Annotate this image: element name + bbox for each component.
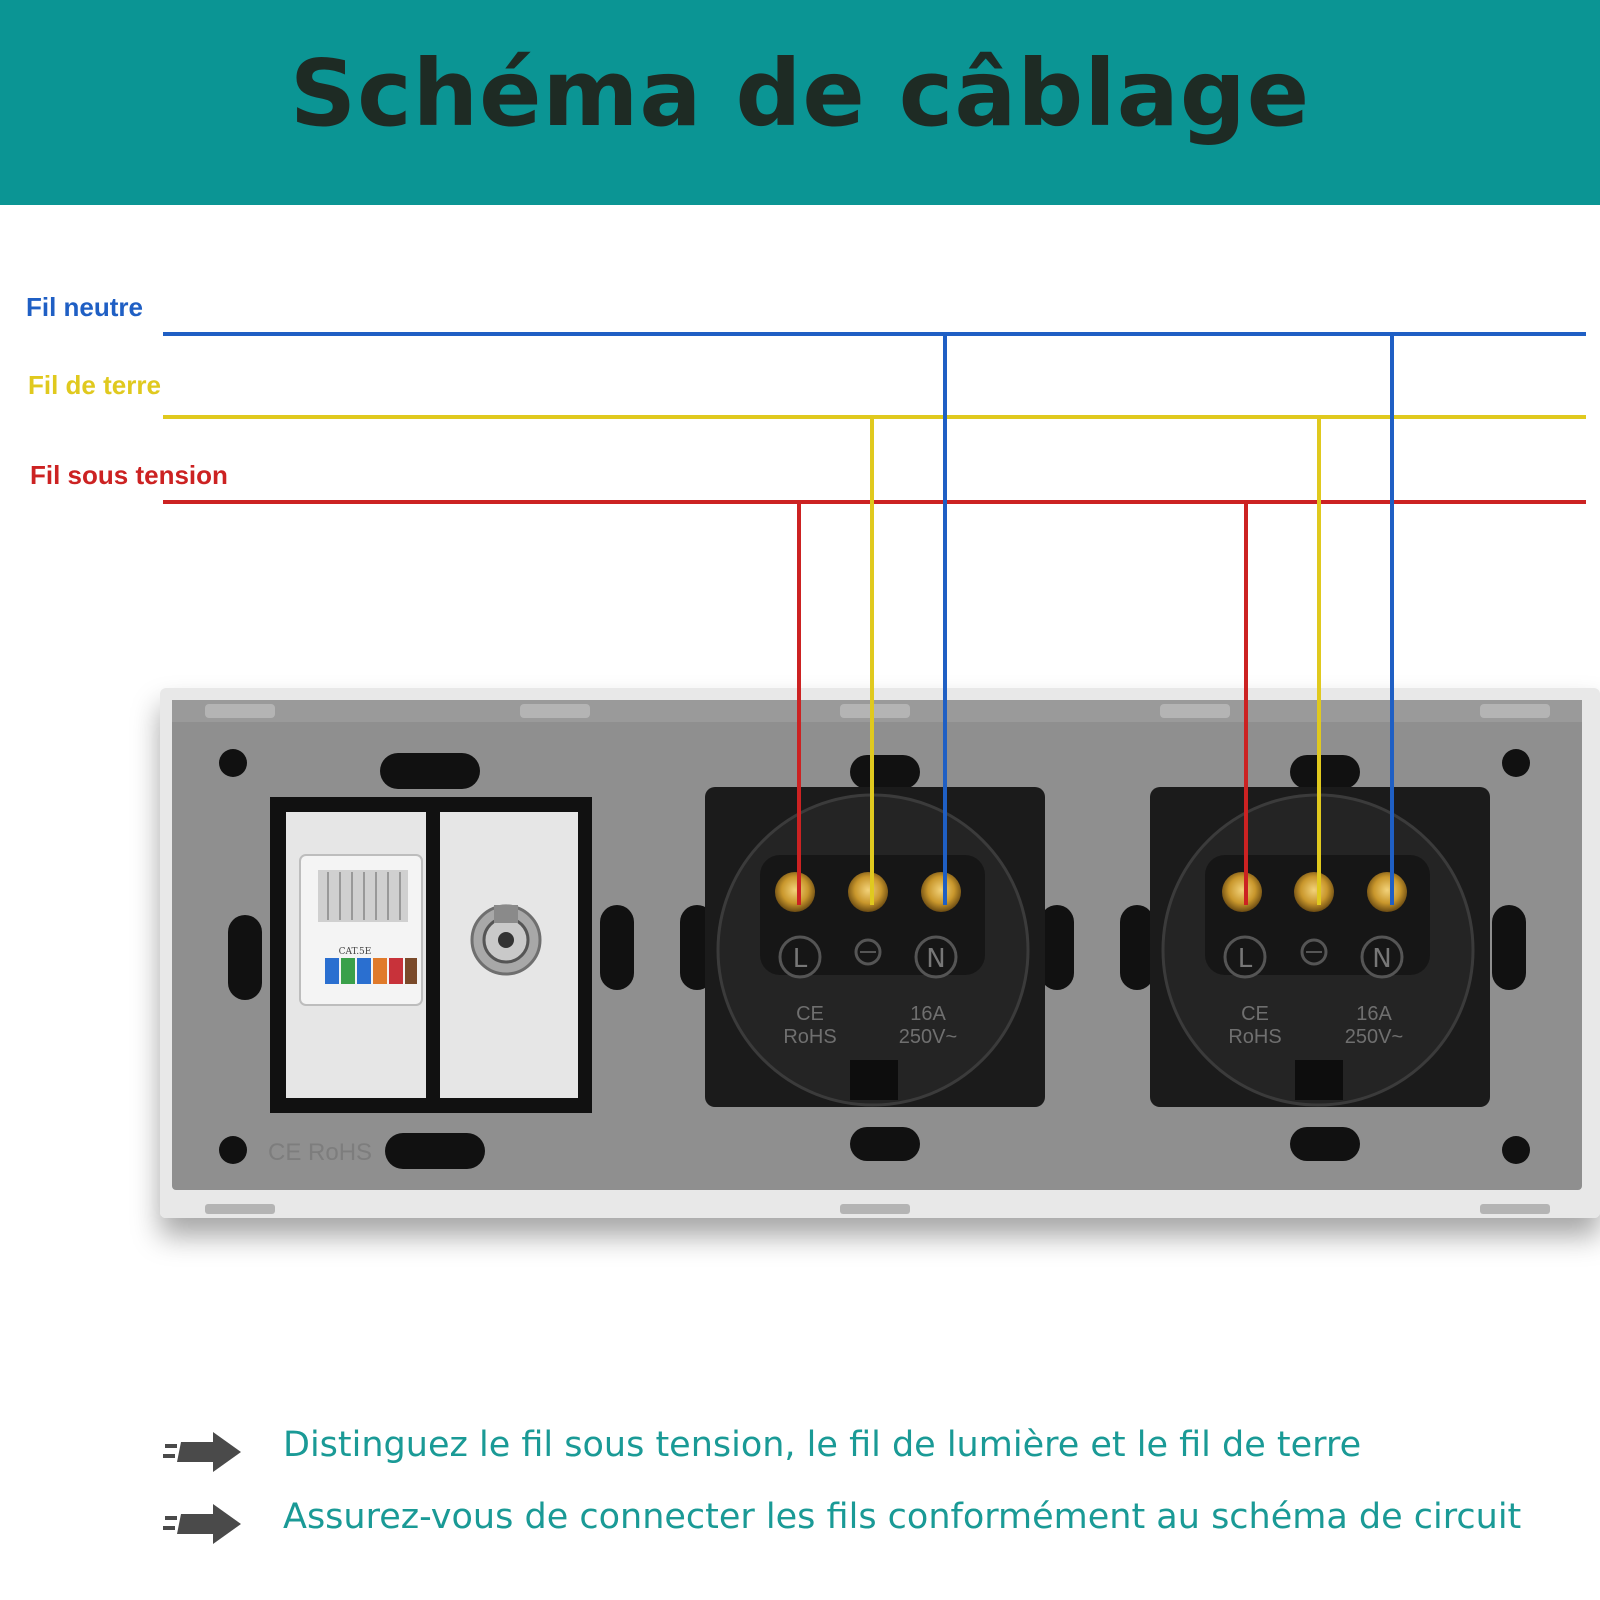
data-module: CAT.5E: [270, 797, 592, 1113]
note-1: Distinguez le fil sous tension, le fil d…: [283, 1425, 1362, 1465]
earth-symbol-icon: [1300, 938, 1328, 966]
svg-text:250V~: 250V~: [899, 1026, 957, 1048]
svg-text:16A: 16A: [1356, 1003, 1392, 1025]
neutral-wire-label: Fil neutre: [26, 292, 144, 322]
svg-text:RoHS: RoHS: [1228, 1026, 1281, 1048]
socket-1: L N CE RoHS 16A 250V~: [705, 787, 1045, 1107]
socket-2-live-screw: [1222, 872, 1262, 912]
svg-text:N: N: [1372, 944, 1391, 974]
svg-text:16A: 16A: [910, 1003, 946, 1025]
svg-text:L: L: [793, 944, 808, 974]
wires: [163, 332, 1586, 905]
svg-text:CE: CE: [796, 1003, 824, 1025]
socket-1-live-screw: [775, 872, 815, 912]
socket-2-neutral-screw: [1367, 872, 1407, 912]
svg-text:250V~: 250V~: [1345, 1026, 1403, 1048]
arrow-right-icon: [163, 1504, 241, 1544]
socket-2-earth-screw: [1294, 872, 1334, 912]
plate-marking: CE RoHS: [268, 1139, 372, 1166]
live-wire-label: Fil sous tension: [30, 460, 228, 490]
header-banner: [0, 0, 1600, 205]
jack-label: CAT.5E: [339, 947, 372, 957]
earth-symbol-icon: [854, 938, 882, 966]
tv-coax-connector: [470, 904, 542, 976]
svg-text:RoHS: RoHS: [783, 1026, 836, 1048]
earth-wire-label: Fil de terre: [28, 370, 161, 400]
arrow-right-icon: [163, 1432, 241, 1472]
page-title: Schéma de câblage: [289, 40, 1311, 147]
svg-text:N: N: [926, 944, 945, 974]
socket-1-neutral-screw: [921, 872, 961, 912]
note-2: Assurez-vous de connecter les fils confo…: [283, 1497, 1522, 1537]
socket-2: L N CE RoHS 16A 250V~: [1150, 787, 1490, 1107]
svg-text:CE: CE: [1241, 1003, 1269, 1025]
svg-text:L: L: [1238, 944, 1253, 974]
socket-1-earth-screw: [848, 872, 888, 912]
rj45-jack: CAT.5E: [299, 854, 423, 1006]
